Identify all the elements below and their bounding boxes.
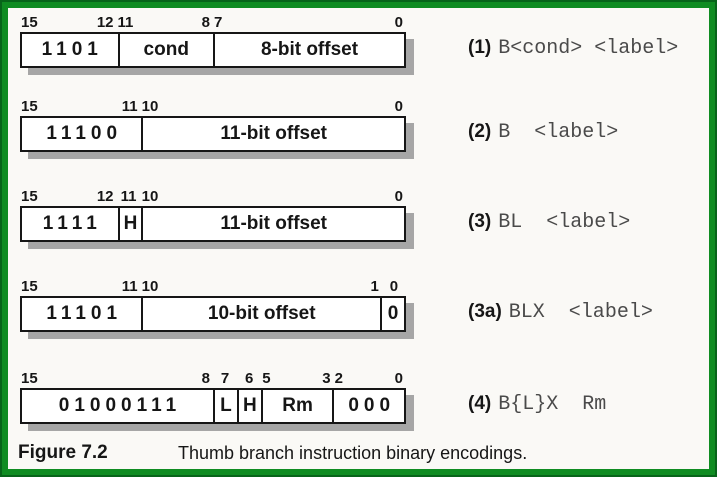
bit-marker: 10: [141, 98, 159, 115]
mnemonic-text: B<cond> <label>: [498, 37, 679, 60]
field-cell: 1111: [42, 213, 102, 234]
bit-marker: 0: [394, 370, 403, 387]
mnemonic-text: BL <label>: [498, 211, 631, 234]
field-cell: cond: [117, 34, 214, 66]
bit-marker: 15: [21, 278, 38, 295]
figure-caption-text: Thumb branch instruction binary encoding…: [178, 443, 528, 463]
field-cell: Rm: [260, 390, 333, 422]
field-cell: 1101: [41, 39, 103, 60]
bit-marker: 8: [201, 370, 210, 387]
bit-marker: 15: [21, 98, 38, 115]
field-cell: H: [117, 208, 142, 240]
encoding-number: (1): [468, 37, 492, 58]
bit-marker: 15: [21, 370, 38, 387]
mnemonic-text: B <label>: [498, 121, 619, 144]
bit-marker: 15: [21, 14, 38, 31]
encoding-number: (3a): [468, 301, 502, 322]
bit-marker: 15: [21, 188, 38, 205]
encoding-number: (2): [468, 121, 492, 142]
field-cell: 11101: [46, 303, 123, 324]
mnemonic-label: (3) BL <label>: [468, 211, 630, 234]
bit-marker: 6: [245, 370, 254, 387]
bit-marker: 0: [394, 188, 403, 205]
field-cell: 0: [380, 298, 404, 330]
field-cell: H: [236, 390, 261, 422]
bit-marker: 0: [389, 278, 399, 295]
bit-marker: 11: [117, 14, 134, 31]
field-cell: L: [213, 390, 237, 422]
bit-marker: 12: [96, 14, 114, 31]
mnemonic-text: B{L}X Rm: [498, 393, 607, 416]
field-cell: 01000111: [58, 395, 182, 416]
bit-marker: 10: [141, 188, 159, 205]
bit-marker: 11: [121, 98, 138, 115]
bit-marker: 2: [334, 370, 343, 387]
field-cell: 000: [332, 390, 404, 422]
field-cell: 10-bit offset: [141, 298, 380, 330]
mnemonic-text: BLX <label>: [508, 301, 653, 324]
mnemonic-label: (2) B <label>: [468, 121, 618, 144]
field-cell: 11-bit offset: [141, 208, 404, 240]
field-cell: 11-bit offset: [141, 118, 404, 150]
figure-caption-label: Figure 7.2: [18, 442, 108, 463]
field-cell: 11100: [46, 123, 123, 144]
mnemonic-label: (1) B<cond> <label>: [468, 37, 678, 60]
bit-marker: 7: [220, 370, 230, 387]
encoding-number: (3): [468, 211, 492, 232]
bit-marker: 8: [201, 14, 210, 31]
bit-marker: 7: [214, 14, 223, 31]
bit-marker: 10: [141, 278, 159, 295]
figure-content: Figure 7.2 Thumb branch instruction bina…: [8, 8, 709, 469]
bit-marker: 3: [322, 370, 331, 387]
mnemonic-label: (4) B{L}X Rm: [468, 393, 606, 416]
bit-marker: 1: [370, 278, 379, 295]
encoding-box: 11100 11-bit offset: [20, 116, 406, 152]
bit-marker: 11: [121, 278, 138, 295]
mnemonic-label: (3a) BLX <label>: [468, 301, 653, 324]
figure-caption: Figure 7.2 Thumb branch instruction bina…: [18, 442, 703, 466]
bit-marker: 0: [394, 14, 403, 31]
bit-marker: 12: [96, 188, 114, 205]
bit-marker: 11: [120, 188, 137, 205]
encoding-number: (4): [468, 393, 492, 414]
bit-marker: 5: [262, 370, 271, 387]
field-cell: 8-bit offset: [213, 34, 404, 66]
bit-marker: 0: [394, 98, 403, 115]
